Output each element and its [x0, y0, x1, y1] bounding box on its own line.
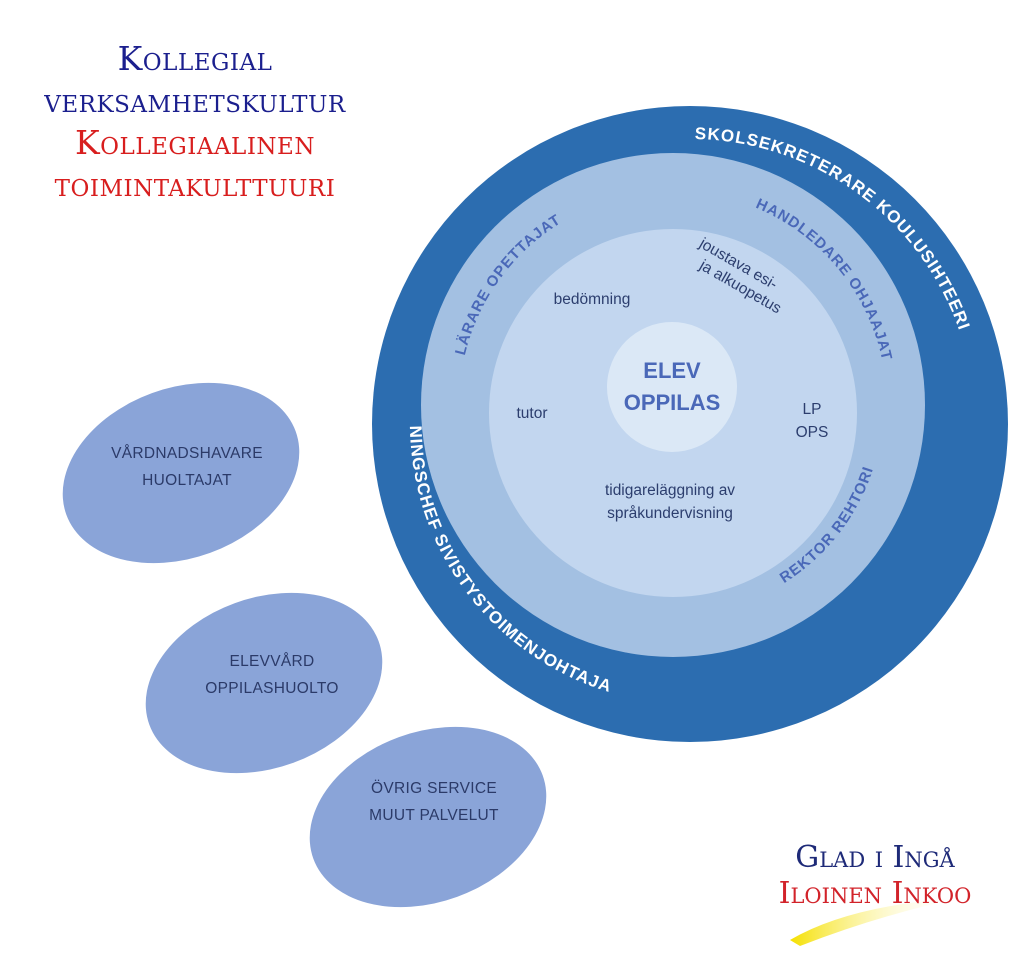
label-tidig-line2: språkundervisning [607, 505, 733, 522]
oval-other-service [309, 726, 547, 908]
label-tutor: tutor [516, 405, 547, 422]
oval-service-line1: ÖVRIG SERVICE [371, 779, 497, 797]
oval-welfare-line1: ELEVVÅRD [229, 653, 314, 670]
title-fi-line2: toimintakulttuuri [54, 165, 336, 204]
logo-swoosh [790, 898, 960, 946]
label-lp: LP [803, 401, 822, 418]
oval-service-line2: MUUT PALVELUT [369, 807, 499, 824]
label-tidig-line1: tidigareläggning av [605, 482, 735, 499]
center-circle [607, 322, 737, 452]
title-sv-line1: Kollegial [117, 39, 273, 78]
oval-welfare-line2: OPPILASHUOLTO [205, 680, 338, 697]
center-line1: ELEV [643, 358, 701, 383]
oval-guardians-line1: VÅRDNADSHAVARE [111, 445, 263, 462]
title-fi-line1: Kollegiaalinen [75, 123, 315, 162]
oval-pupil-welfare [145, 592, 383, 774]
oval-guardians-line2: HUOLTAJAT [142, 472, 232, 489]
label-ops: OPS [796, 424, 829, 441]
title-sv-line2: verksamhetskultur [44, 81, 346, 120]
oval-guardians [62, 382, 300, 564]
logo-line2: Iloinen Inkoo [778, 876, 972, 911]
label-bedomning: bedömning [554, 291, 631, 308]
center-line2: OPPILAS [624, 390, 721, 415]
logo-line1: Glad i Ingå [795, 840, 955, 875]
